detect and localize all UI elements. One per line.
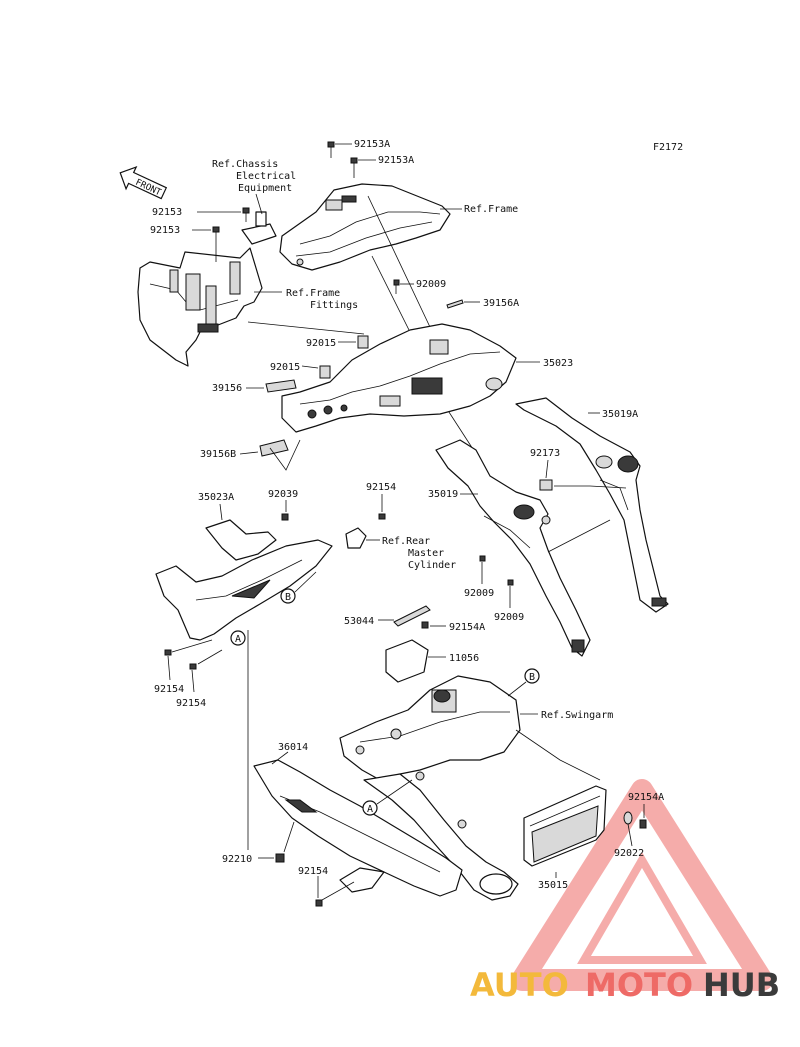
watermark-logo [511, 779, 773, 991]
part-label-92009: 92009 [464, 588, 494, 599]
part-label-39156B: 39156B [200, 449, 236, 460]
part-label-92153A: 92153A [354, 139, 390, 150]
figure-code: F2172 [653, 142, 683, 153]
strip-53044-part [393, 605, 431, 627]
callout-a-label: A [235, 634, 241, 645]
bolt-92153-icon [212, 207, 250, 262]
part-label-92154A: 92154A [449, 622, 485, 633]
part-label-92154: 92154 [366, 482, 396, 493]
part-label-35019A: 35019A [602, 409, 638, 420]
grommet-92210-icon [275, 853, 285, 863]
ref-rear-master-label: Cylinder [408, 560, 456, 571]
chain-guard-36014-part [253, 759, 463, 897]
pad-39156-part [265, 379, 297, 393]
battery-case-part [137, 247, 263, 367]
part-label-92022: 92022 [614, 848, 644, 859]
bolt-92154-icon [315, 899, 323, 907]
part-label-92039: 92039 [268, 489, 298, 500]
svg-text:AUTO: AUTO [470, 966, 569, 1004]
part-label-92015: 92015 [306, 338, 336, 349]
bolt-92154-icon [378, 494, 386, 520]
grommet-92039-icon [281, 513, 289, 521]
callout-a [362, 800, 378, 816]
swingarm-part [339, 675, 601, 901]
part-label-35015: 35015 [538, 880, 568, 891]
clip-92173-icon [539, 479, 553, 491]
ref-rear-master-label: Master [408, 548, 444, 559]
callout-b-label: B [285, 592, 291, 603]
ref-chassis-label: Equipment [238, 183, 292, 194]
cover-35015-part [523, 785, 607, 867]
chain-cover-35023A-part [155, 519, 333, 641]
part-label-35023: 35023 [543, 358, 573, 369]
part-label-35019: 35019 [428, 489, 458, 500]
part-label-92173: 92173 [530, 448, 560, 459]
bolt-92154A-icon [421, 621, 429, 629]
part-label-92154: 92154 [298, 866, 328, 877]
part-label-36014: 36014 [278, 742, 308, 753]
part-label-92015: 92015 [270, 362, 300, 373]
bracket-35019A-part [515, 397, 669, 613]
washer-92022-icon [623, 811, 633, 825]
master-cylinder-bracket-part [345, 527, 367, 549]
callout-b-label: B [529, 672, 535, 683]
bolt-92009-icon [479, 555, 514, 586]
ref-chassis-label: Electrical [236, 171, 296, 182]
ref-swingarm-label: Ref.Swingarm [541, 710, 613, 721]
part-label-92009: 92009 [494, 612, 524, 623]
bolt-92154-icon [164, 649, 197, 670]
svg-text:HUB: HUB [703, 966, 780, 1004]
ref-frame-label: Ref.Frame [464, 204, 518, 215]
collar-92015-icon [319, 335, 369, 379]
bolt-92153A-icon [327, 141, 358, 178]
part-label-11056: 11056 [449, 653, 479, 664]
bolt-92154A-icon [639, 819, 647, 829]
svg-text:MOTO: MOTO [585, 966, 693, 1004]
bracket-11056-part [385, 639, 429, 683]
part-label-39156: 39156 [212, 383, 242, 394]
part-label-92153A: 92153A [378, 155, 414, 166]
part-label-92153: 92153 [152, 207, 182, 218]
watermark-text: AUTO MOTO HUB [470, 966, 780, 1004]
tail-cover-part [281, 323, 517, 433]
callout-a [230, 630, 246, 646]
part-label-39156A: 39156A [483, 298, 519, 309]
part-label-92009: 92009 [416, 279, 446, 290]
part-label-92154: 92154 [176, 698, 206, 709]
pad-39156A-part [446, 299, 464, 309]
chassis-bracket-part [241, 211, 277, 245]
part-label-92153: 92153 [150, 225, 180, 236]
ref-frame-fittings-label: Fittings [310, 300, 358, 311]
callout-b [524, 668, 540, 684]
bolt-92009-icon [393, 279, 400, 294]
front-arrow-icon: FRONT [119, 165, 168, 200]
ref-rear-master-label: Ref.Rear [382, 536, 430, 547]
part-label-92154: 92154 [154, 684, 184, 695]
ref-chassis-label: Ref.Chassis [212, 159, 278, 170]
pad-39156B-part [259, 439, 289, 457]
callout-b [280, 588, 296, 604]
part-label-53044: 53044 [344, 616, 374, 627]
part-label-35023A: 35023A [198, 492, 234, 503]
part-label-92154A: 92154A [628, 792, 664, 803]
seat-cowl-part [279, 183, 451, 271]
part-label-92210: 92210 [222, 854, 252, 865]
callout-a-label: A [367, 804, 373, 815]
ref-frame-fittings-label: Ref.Frame [286, 288, 340, 299]
